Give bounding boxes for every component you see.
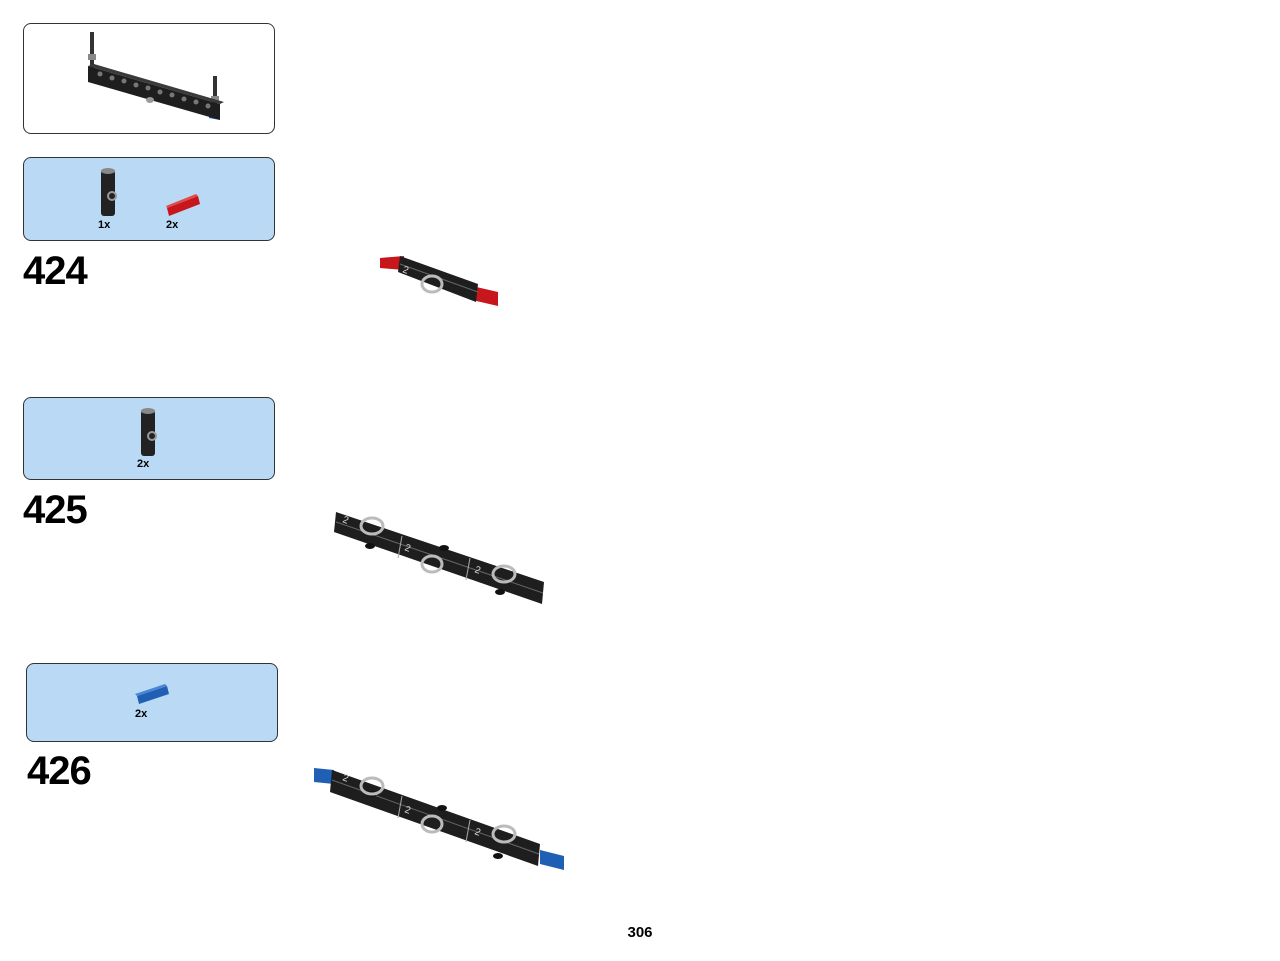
part-quantity: 2x [135, 708, 148, 720]
submodel-preview [23, 23, 275, 134]
step-number: 424 [23, 249, 88, 293]
step-number: 426 [27, 749, 92, 793]
svg-text:2: 2 [473, 826, 482, 838]
page-number: 306 [627, 924, 653, 941]
svg-text:2: 2 [473, 564, 482, 576]
svg-text:2: 2 [341, 772, 350, 784]
svg-text:2: 2 [401, 264, 410, 276]
part-quantity: 1x [98, 219, 111, 231]
red-axle-icon [166, 194, 200, 216]
blue-pin-icon [135, 684, 169, 704]
svg-text:2: 2 [403, 542, 412, 554]
assembly-424-icon: 2 [380, 256, 498, 306]
parts-callout-425: 2x [23, 397, 275, 480]
step-number: 425 [23, 488, 88, 532]
connector-icon [101, 168, 117, 216]
parts-callout-426: 2x [26, 663, 278, 742]
part-quantity: 2x [166, 219, 179, 231]
parts-callout-424: 1x 2x [23, 157, 275, 241]
assembly-426-icon: 2 2 2 [314, 768, 564, 870]
svg-text:2: 2 [403, 804, 412, 816]
submodel-beam-icon [88, 32, 224, 120]
svg-text:2: 2 [341, 514, 350, 526]
part-quantity: 2x [137, 458, 150, 470]
assembly-425-icon: 2 2 2 [334, 512, 544, 604]
connector-icon [141, 408, 157, 456]
